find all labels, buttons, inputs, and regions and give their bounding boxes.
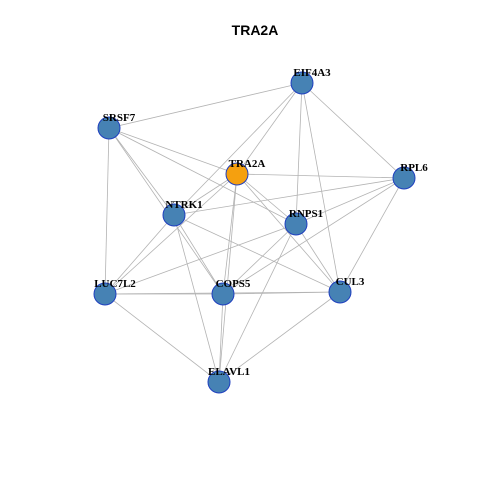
node-luc7l2[interactable]: LUC7L2 [93,278,136,306]
edge-tra2a-ntrk1 [173,173,238,216]
edge-tra2a-cul3 [236,173,341,293]
edge-rpl6-cops5 [222,177,405,295]
edge-rpl6-cul3 [339,177,405,293]
edge-rnps1-cul3 [295,223,341,293]
node-label-cul3: CUL3 [336,276,365,288]
node-circle-ntrk1[interactable] [162,203,186,227]
edge-eif4a3-rpl6 [301,82,405,179]
edge-srsf7-luc7l2 [104,127,110,295]
edge-eif4a3-srsf7 [108,82,303,129]
node-label-ntrk1: NTRK1 [165,199,202,211]
node-label-eif4a3: EIF4A3 [293,67,331,79]
node-circle-elavl1[interactable] [207,370,231,394]
node-label-tra2a: TRA2A [229,158,266,170]
edge-ntrk1-cops5 [173,214,224,295]
node-label-rpl6: RPL6 [400,162,428,174]
node-circle-rnps1[interactable] [284,212,308,236]
edge-cul3-elavl1 [218,291,341,383]
node-elavl1[interactable]: ELAVL1 [207,366,250,394]
edge-rnps1-elavl1 [218,223,297,383]
edge-ntrk1-luc7l2 [104,214,175,295]
node-label-srsf7: SRSF7 [103,112,136,124]
node-tra2a[interactable]: TRA2A [225,158,266,186]
node-circle-cops5[interactable] [211,282,235,306]
node-circle-eif4a3[interactable] [290,71,314,95]
edge-srsf7-ntrk1 [108,127,175,216]
diagram-title: TRA2A [232,22,279,38]
edge-srsf7-rnps1 [108,127,297,225]
edge-tra2a-luc7l2 [104,173,238,295]
edge-rpl6-ntrk1 [173,177,405,216]
edge-rnps1-cops5 [222,223,297,295]
node-circle-rpl6[interactable] [392,166,416,190]
edge-tra2a-rnps1 [236,173,297,225]
node-circle-luc7l2[interactable] [93,282,117,306]
node-circle-srsf7[interactable] [97,116,121,140]
node-cul3[interactable]: CUL3 [328,276,365,304]
node-circle-cul3[interactable] [328,280,352,304]
node-rnps1[interactable]: RNPS1 [284,208,323,236]
edge-eif4a3-ntrk1 [173,82,303,216]
edge-srsf7-tra2a [108,127,238,175]
edge-ntrk1-elavl1 [173,214,220,383]
edge-layer [104,82,405,383]
node-circle-tra2a[interactable] [225,162,249,186]
edge-ntrk1-cul3 [173,214,341,293]
node-label-rnps1: RNPS1 [289,208,323,220]
edge-rnps1-luc7l2 [104,223,297,295]
edge-eif4a3-rnps1 [295,82,303,225]
edge-rpl6-rnps1 [295,177,405,225]
node-srsf7[interactable]: SRSF7 [97,112,136,140]
edge-tra2a-rpl6 [236,173,405,179]
edge-tra2a-elavl1 [218,173,238,383]
edge-tra2a-cops5 [222,173,238,295]
edge-eif4a3-cul3 [301,82,341,293]
node-label-elavl1: ELAVL1 [208,366,250,378]
edge-cops5-cul3 [222,291,341,295]
edge-luc7l2-elavl1 [104,293,220,383]
edge-eif4a3-tra2a [236,82,303,175]
edge-cops5-elavl1 [218,293,224,383]
node-rpl6[interactable]: RPL6 [392,162,428,190]
node-label-cops5: COPS5 [216,278,251,290]
node-label-luc7l2: LUC7L2 [94,278,136,290]
node-eif4a3[interactable]: EIF4A3 [290,67,331,95]
node-ntrk1[interactable]: NTRK1 [162,199,203,227]
node-cops5[interactable]: COPS5 [211,278,251,306]
